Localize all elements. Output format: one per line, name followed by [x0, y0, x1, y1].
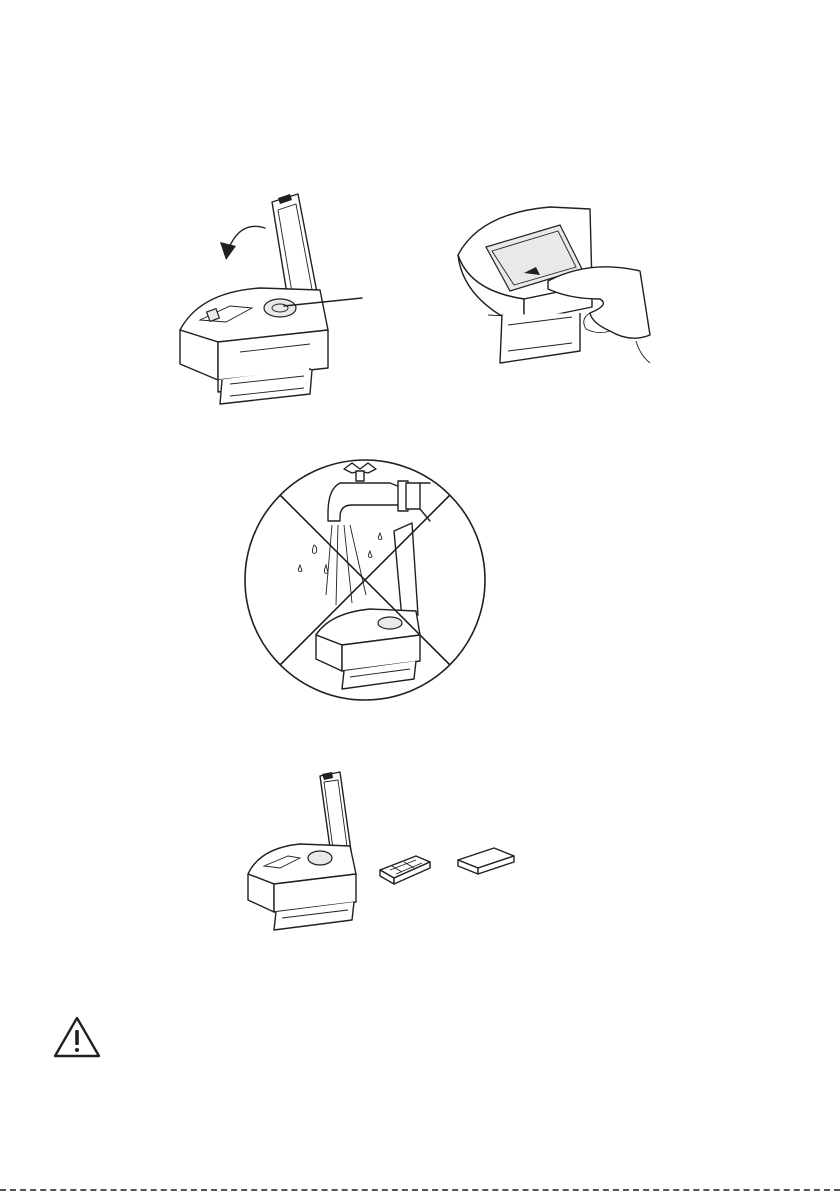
page-bottom-border [0, 1189, 840, 1191]
warning-triangle-icon [52, 1015, 102, 1059]
arrow-head [220, 242, 236, 260]
parts-separated-illustration [240, 770, 530, 940]
open-lid-illustration [160, 180, 380, 410]
press-release-illustration [440, 195, 660, 375]
no-water-wash-illustration [240, 455, 490, 705]
